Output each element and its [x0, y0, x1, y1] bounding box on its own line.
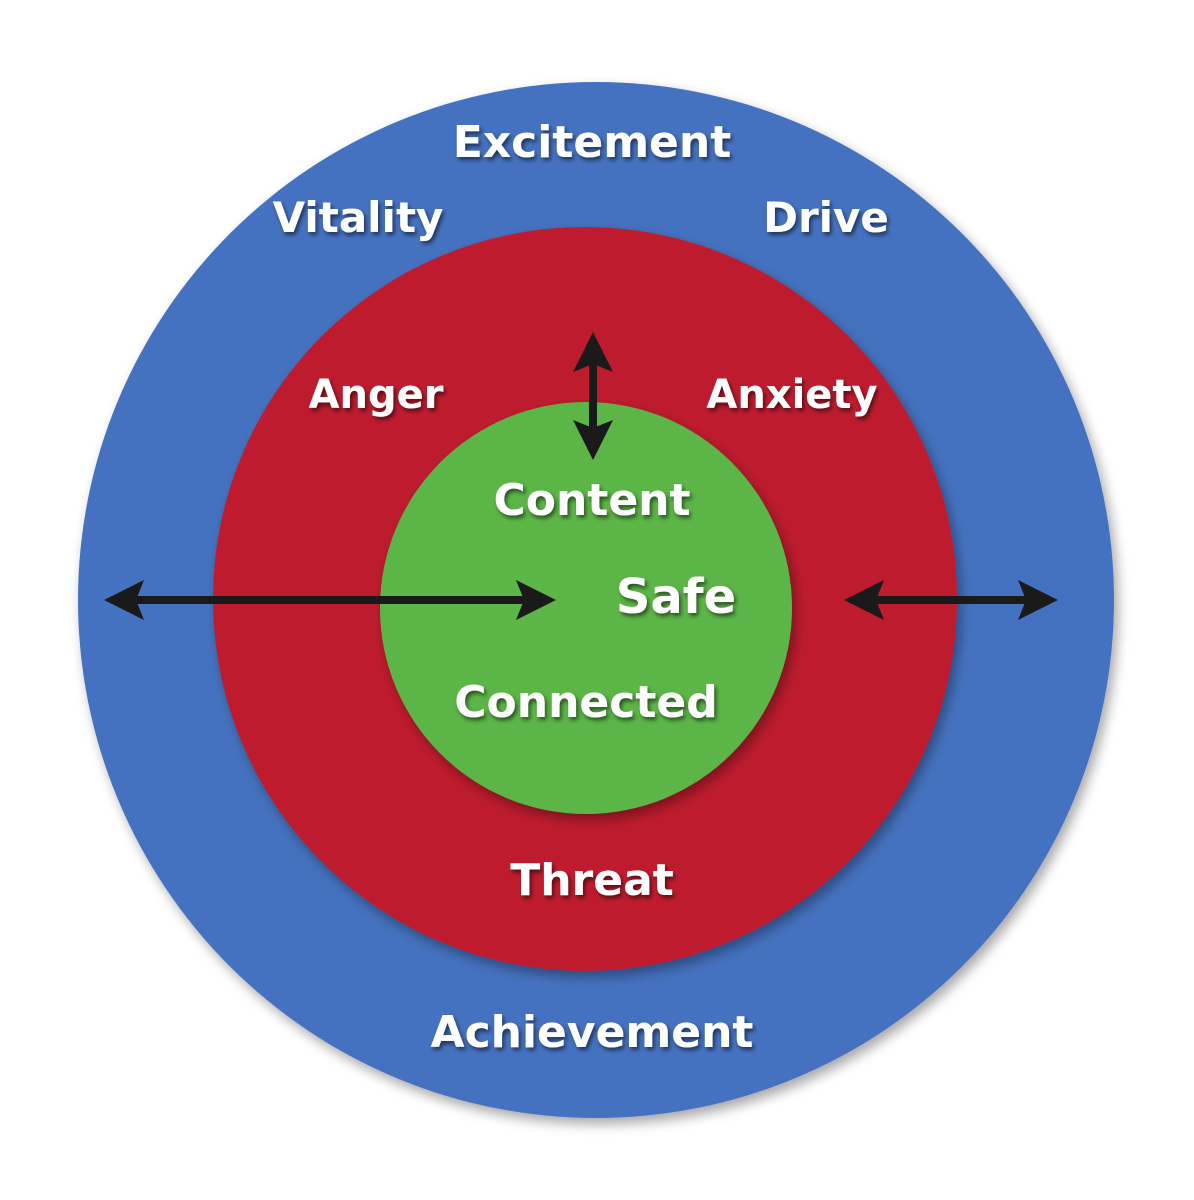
label-connected: Connected	[454, 677, 717, 728]
label-excitement: Excitement	[453, 117, 732, 168]
label-safe: Safe	[616, 569, 736, 625]
label-anger: Anger	[309, 372, 444, 418]
inner-circle-safe	[380, 402, 792, 814]
label-threat: Threat	[510, 855, 674, 906]
label-achievement: Achievement	[431, 1007, 754, 1058]
label-content: Content	[493, 475, 690, 526]
label-vitality: Vitality	[273, 193, 444, 242]
label-anxiety: Anxiety	[706, 372, 877, 418]
label-drive: Drive	[763, 193, 889, 242]
